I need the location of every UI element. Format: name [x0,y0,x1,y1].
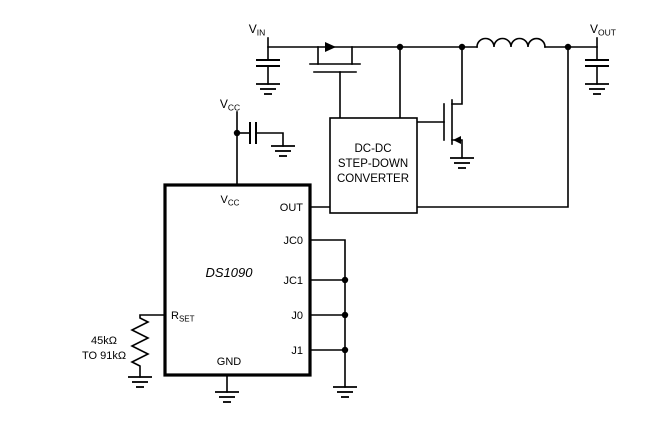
output-capacitor [585,59,609,67]
converter-label: DC-DC STEP-DOWN CONVERTER [337,143,409,185]
ds1090-chip-box [163,183,312,377]
junction-dot [564,43,572,51]
svg-text:STEP-DOWN: STEP-DOWN [338,158,408,170]
low-side-mosfet-icon [416,46,463,159]
junction-dot [396,43,404,51]
vout-label: VOUT [590,22,616,38]
svg-text:TO 91kΩ: TO 91kΩ [82,350,126,362]
ground-symbol [584,83,610,95]
junction-dot [458,43,466,51]
chip-pin-vcc-label: VCC [221,194,240,208]
chip-name-label: DS1090 [206,265,254,280]
chip-pin-gnd-label: GND [217,356,242,368]
junction-dots [233,43,572,354]
ground-symbol [449,157,475,169]
svg-text:DC-DC: DC-DC [354,143,391,155]
jc0-wire-and-bus [309,239,346,388]
svg-text:45kΩ: 45kΩ [91,335,117,347]
vcc-supply-label: VCC [220,97,240,113]
ground-symbol [214,391,240,403]
junction-dot [341,311,349,319]
vin-label: VIN [249,22,266,38]
input-capacitor [256,59,280,67]
chip-pin-j1-label: J1 [291,345,303,357]
junction-dot [341,276,349,284]
junction-dot [341,346,349,354]
feedback-wire [416,46,569,208]
chip-pin-out-label: OUT [280,202,304,214]
chip-pin-jc1-label: JC1 [283,275,303,287]
high-side-mosfet-icon [309,42,361,119]
mosfet-arrow-icon [453,136,461,144]
junction-dot [233,129,241,137]
mosfet-arrow-icon [325,42,336,52]
vcc-cap-lead [255,132,284,147]
ground-symbol [332,386,358,398]
chip-pin-jc0-label: JC0 [283,235,303,247]
svg-text:CONVERTER: CONVERTER [337,173,409,185]
vcc-capacitor [249,122,257,144]
chip-pin-rset-label: RSET [171,310,195,324]
ground-symbol [270,145,296,157]
low-side-drain-wire [451,46,463,105]
inductor-icon [476,37,546,48]
rset-resistor-icon [130,314,166,378]
dc-dc-converter-box [329,117,418,214]
chip-pin-j0-label: J0 [291,310,303,322]
rset-value-label: 45kΩ TO 91kΩ [82,335,126,362]
ground-symbol [255,83,281,95]
ground-symbol [127,376,153,388]
